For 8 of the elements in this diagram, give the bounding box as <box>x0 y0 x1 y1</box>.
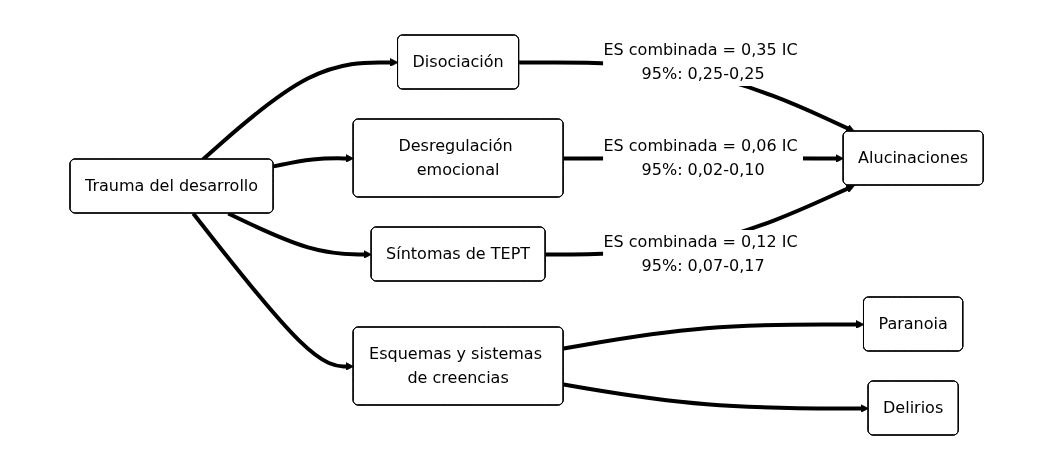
arrow <box>201 58 399 161</box>
edge-label: ES combinada = 0,12 IC 95%: 0,07-0,17 <box>603 232 799 275</box>
arrow <box>563 382 870 413</box>
edge-label: ES combinada = 0,35 IC 95%: 0,25-0,25 <box>603 40 799 83</box>
edge-label: ES combinada = 0,06 IC 95%: 0,02-0,10 <box>603 136 799 179</box>
arrow <box>273 154 355 169</box>
arrow <box>192 212 355 371</box>
arrow <box>563 320 865 351</box>
